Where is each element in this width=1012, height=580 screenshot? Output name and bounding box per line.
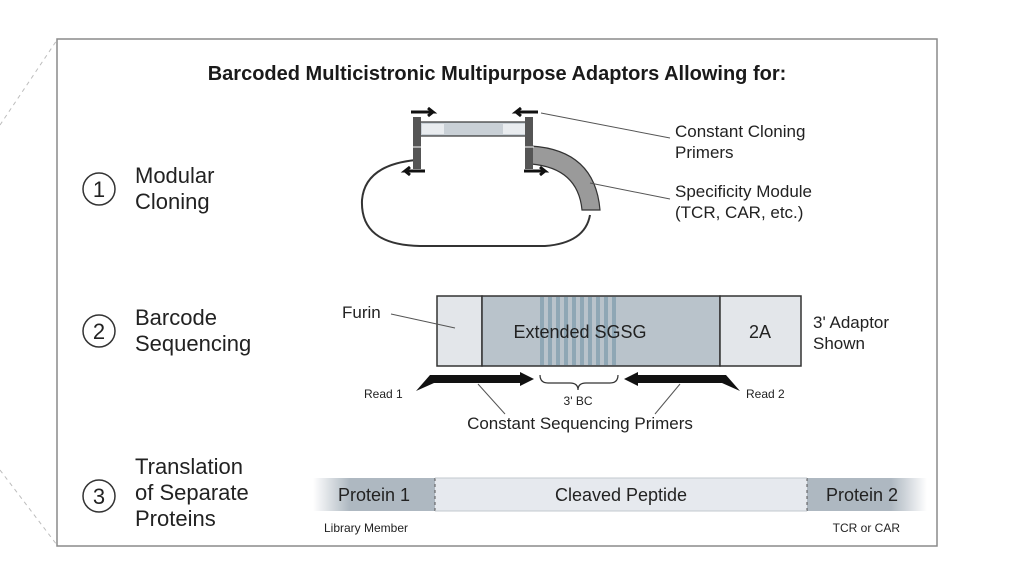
figure-title: Barcoded Multicistronic Multipurpose Ada… [208, 63, 787, 85]
barcode-stripe [572, 297, 576, 365]
insert-cassette-light [422, 124, 444, 134]
step-number: 3 [93, 484, 105, 509]
forward-primer-arrow [411, 106, 438, 118]
barcode-stripe [612, 297, 616, 365]
library-member-label: Library Member [324, 521, 408, 535]
read1-primer [416, 375, 522, 391]
specificity-module-label-line1: Specificity Module [675, 182, 812, 201]
step-number-circle [82, 172, 116, 206]
plasmid-backbone [360, 159, 591, 247]
translation-diagram: Protein 1 Cleaved Peptide Protein 2 Libr… [313, 477, 927, 535]
read2-label: Read 2 [746, 387, 785, 401]
barcode-bracket [539, 374, 619, 391]
adaptor-label-line2: Shown [813, 334, 865, 353]
read2-arrowhead [624, 372, 638, 386]
callout-line-top [0, 39, 58, 126]
callout-line-bottom [0, 469, 58, 546]
cloning-primers-label-line1: Constant Cloning [675, 122, 805, 141]
twoA-label: 2A [749, 322, 771, 342]
barcode-stripe [588, 297, 592, 365]
step-label-line1: Barcode [135, 305, 217, 330]
step-label-line3: Proteins [135, 506, 216, 531]
read1-arrowhead [520, 372, 534, 386]
adaptor-label-line1: 3' Adaptor [813, 313, 889, 332]
barcode-stripe [540, 297, 544, 365]
right-junction [525, 117, 533, 169]
barcode-stripe [556, 297, 560, 365]
step-label-line2: Sequencing [135, 331, 251, 356]
inner-primer-arrow-left [400, 165, 425, 177]
step-number: 1 [93, 177, 105, 202]
peptide-block [435, 478, 807, 511]
barcode-stripe [580, 297, 584, 365]
specificity-module [530, 145, 601, 211]
step-number: 2 [93, 319, 105, 344]
protein2-block [807, 478, 927, 511]
tcr-car-label: TCR or CAR [833, 521, 901, 535]
insert-cassette-light [503, 124, 525, 134]
step-3: 3 Translation of Separate Proteins [82, 454, 249, 531]
furin-label: Furin [342, 303, 381, 322]
read1-label: Read 1 [364, 387, 403, 401]
primers-leader-line [540, 112, 671, 139]
read2-primer [636, 375, 740, 391]
step-2: 2 Barcode Sequencing [82, 305, 251, 356]
furin-leader-line [390, 313, 456, 329]
step-label-line2: Cloning [135, 189, 210, 214]
barcode-label: 3' BC [564, 394, 593, 408]
peptide-label: Cleaved Peptide [555, 485, 687, 505]
seq-primer-leader-right [654, 383, 681, 415]
furin-block [436, 295, 483, 367]
barcode-stripe [564, 297, 568, 365]
sgsg-block [481, 295, 721, 367]
protein2-label: Protein 2 [826, 485, 898, 505]
plasmid-diagram: Constant Cloning Primers Specificity Mod… [360, 106, 812, 247]
module-leader-line [589, 182, 671, 200]
seq-primer-leader-left [477, 383, 506, 415]
protein1-label: Protein 1 [338, 485, 410, 505]
step-label-line1: Translation [135, 454, 243, 479]
cloning-primers-label-line2: Primers [675, 143, 734, 162]
barcode-stripe [604, 297, 608, 365]
sgsg-label: Extended SGSG [513, 322, 646, 342]
reverse-primer-arrow [511, 106, 538, 118]
step-1: 1 Modular Cloning [82, 163, 214, 214]
inner-primer-arrow-right [524, 165, 550, 177]
sequencing-primers-label: Constant Sequencing Primers [467, 414, 693, 433]
left-junction [413, 117, 421, 169]
barcode-stripe [548, 297, 552, 365]
barcode-stripes [540, 297, 616, 365]
twoA-block [719, 295, 802, 367]
specificity-module-label-line2: (TCR, CAR, etc.) [675, 203, 803, 222]
protein1-block [313, 478, 435, 511]
step-number-circle [82, 479, 116, 513]
barcode-stripe [596, 297, 600, 365]
step-label-line1: Modular [135, 163, 214, 188]
step-number-circle [82, 314, 116, 348]
step-label-line2: of Separate [135, 480, 249, 505]
adaptor-diagram: Extended SGSG 2A Furin 3' Adaptor Shown … [342, 295, 889, 433]
